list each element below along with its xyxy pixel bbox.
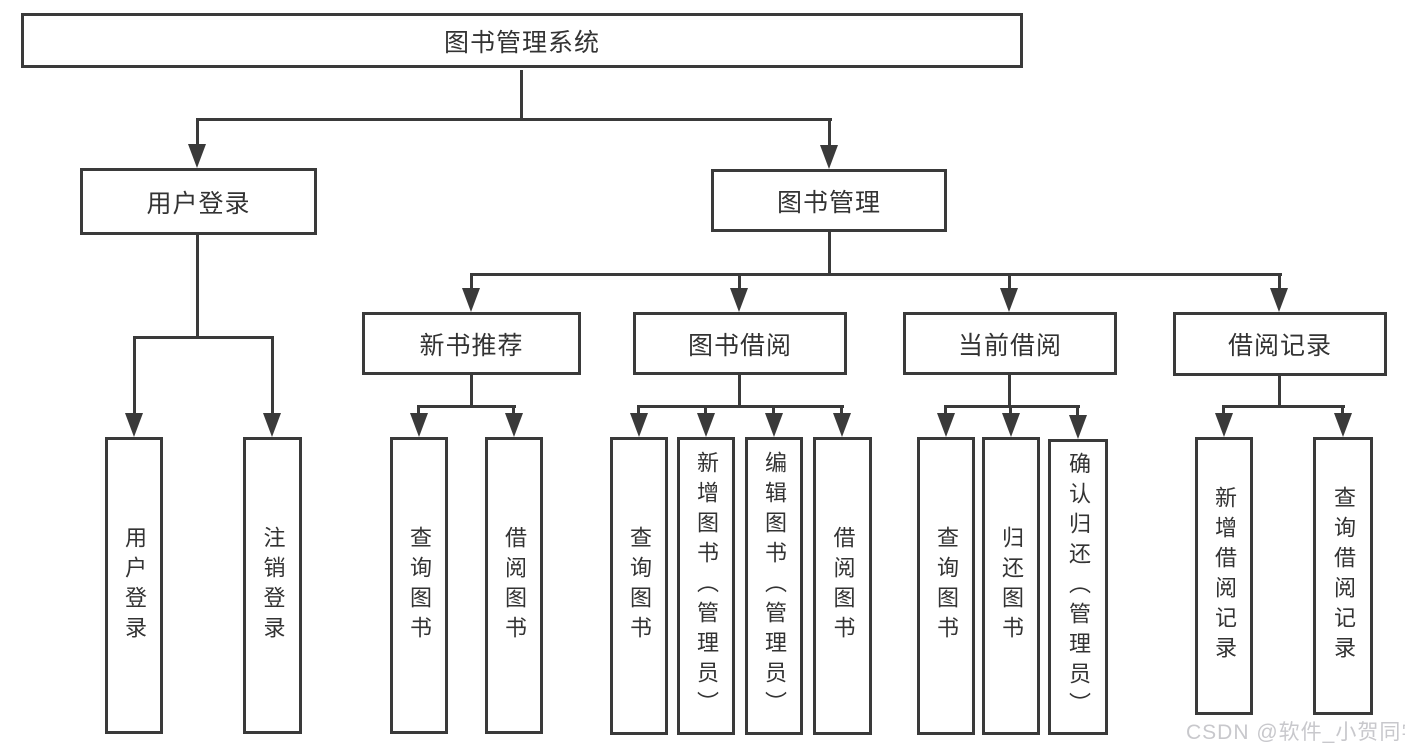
arrowhead-down-icon (630, 413, 648, 437)
connector-line (196, 118, 199, 145)
node-borrow-book: 借阅图书 (813, 437, 872, 735)
connector-line (1008, 374, 1011, 405)
connector-line (1222, 405, 1345, 408)
connector-line (840, 405, 843, 415)
node-add-book-admin: 新增图书（管理员） (677, 437, 735, 735)
connector-line (828, 232, 831, 273)
arrowhead-down-icon (1334, 413, 1352, 437)
connector-line (944, 405, 1080, 408)
connector-line (772, 405, 775, 415)
connector-line (1008, 273, 1011, 289)
connector-line (704, 405, 707, 415)
connector-line (133, 336, 274, 339)
arrowhead-down-icon (937, 413, 955, 437)
node-current-borrowing: 当前借阅 (903, 312, 1117, 375)
connector-line (1278, 273, 1281, 289)
arrowhead-down-icon (125, 413, 143, 437)
connector-line (470, 374, 473, 405)
arrowhead-down-icon (505, 413, 523, 437)
node-user-login-group: 用户登录 (80, 168, 317, 235)
arrowhead-down-icon (410, 413, 428, 437)
arrowhead-down-icon (462, 288, 480, 312)
connector-line (196, 118, 832, 121)
node-borrow-book-recommend: 借阅图书 (485, 437, 543, 734)
arrowhead-down-icon (1270, 288, 1288, 312)
arrowhead-down-icon (1215, 413, 1233, 437)
connector-line (1222, 405, 1225, 415)
arrowhead-down-icon (1069, 415, 1087, 439)
arrowhead-down-icon (730, 288, 748, 312)
csdn-watermark: CSDN @软件_小贺同学 (1186, 721, 1405, 744)
arrowhead-down-icon (263, 413, 281, 437)
connector-line (133, 336, 136, 414)
node-user-login: 用户登录 (105, 437, 163, 734)
node-logout: 注销登录 (243, 437, 302, 734)
connector-line (520, 70, 523, 118)
node-add-borrow-record: 新增借阅记录 (1195, 437, 1253, 715)
connector-line (637, 405, 640, 415)
connector-line (417, 405, 516, 408)
connector-line (637, 405, 844, 408)
connector-line (470, 273, 473, 289)
arrowhead-down-icon (697, 413, 715, 437)
connector-line (1278, 374, 1281, 405)
arrowhead-down-icon (188, 144, 206, 168)
node-library-management-system: 图书管理系统 (21, 13, 1023, 68)
connector-line (271, 336, 274, 414)
node-book-borrowing: 图书借阅 (633, 312, 847, 375)
connector-line (738, 374, 741, 405)
node-book-management: 图书管理 (711, 169, 947, 232)
connector-line (1009, 405, 1012, 415)
connector-line (738, 273, 741, 289)
node-new-book-recommend: 新书推荐 (362, 312, 581, 375)
arrowhead-down-icon (1002, 413, 1020, 437)
arrowhead-down-icon (820, 145, 838, 169)
connector-line (196, 235, 199, 336)
connector-line (1341, 405, 1344, 415)
connector-line (417, 405, 420, 415)
node-query-book-borrowing: 查询图书 (610, 437, 668, 735)
node-return-book: 归还图书 (982, 437, 1040, 735)
connector-line (828, 118, 831, 146)
arrowhead-down-icon (765, 413, 783, 437)
connector-line (512, 405, 515, 415)
node-borrow-records: 借阅记录 (1173, 312, 1387, 376)
arrowhead-down-icon (833, 413, 851, 437)
connector-line (470, 273, 1282, 276)
node-query-book-current: 查询图书 (917, 437, 975, 735)
connector-line (944, 405, 947, 415)
node-query-borrow-record: 查询借阅记录 (1313, 437, 1373, 715)
node-edit-book-admin: 编辑图书（管理员） (745, 437, 803, 735)
node-confirm-return-admin: 确认归还（管理员） (1048, 439, 1108, 735)
node-query-book-recommend: 查询图书 (390, 437, 448, 734)
arrowhead-down-icon (1000, 288, 1018, 312)
connector-line (1076, 405, 1079, 417)
